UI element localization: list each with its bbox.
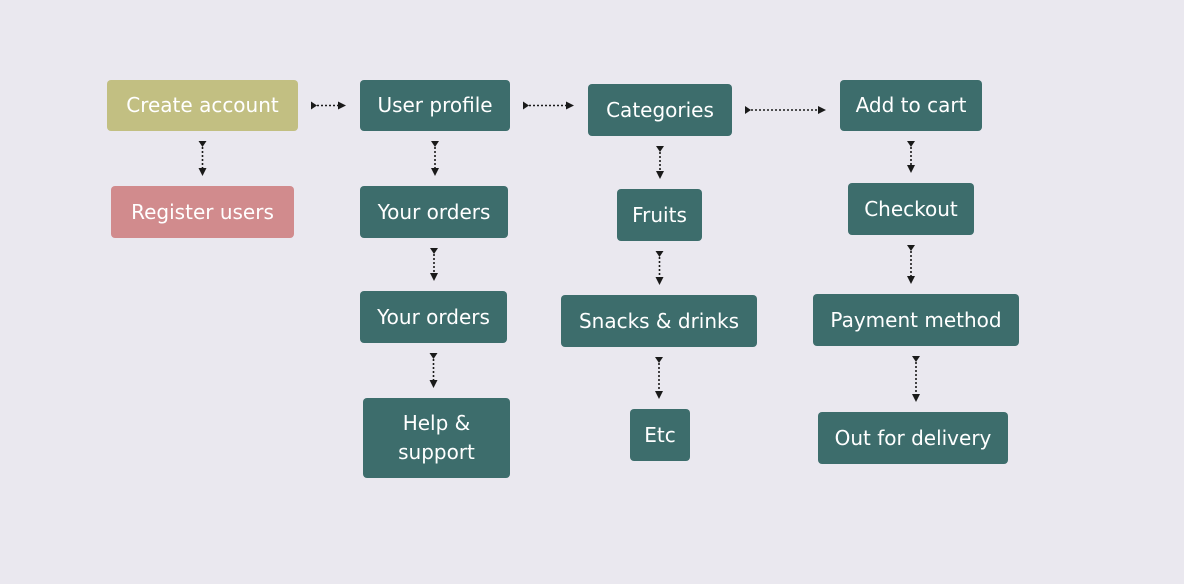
connector-arrow	[655, 391, 663, 399]
connector-arrow	[907, 276, 915, 284]
connector-arrow	[907, 165, 915, 173]
connector-tail	[907, 245, 915, 251]
help-support-node: Help & support	[363, 398, 510, 478]
connector-tail	[912, 356, 920, 362]
connector-tail	[523, 101, 529, 110]
payment-method-node: Payment method	[813, 294, 1019, 346]
connector-arrow	[566, 101, 574, 110]
connector-arrow	[338, 101, 346, 110]
connector-arrow	[430, 273, 438, 281]
snacks-drinks-node: Snacks & drinks	[561, 295, 757, 347]
user-profile-node: User profile	[360, 80, 510, 131]
connector-arrow	[198, 168, 207, 176]
connector-arrow	[429, 380, 438, 388]
connector-tail	[655, 357, 663, 363]
connector-arrow	[656, 171, 664, 179]
connector-arrow	[431, 168, 439, 176]
your-orders-node: Your orders	[360, 291, 507, 343]
etc-node: Etc	[630, 409, 690, 461]
connector-tail	[907, 141, 915, 147]
connector-tail	[198, 141, 207, 147]
connector-tail	[311, 101, 317, 110]
out-for-delivery-node: Out for delivery	[818, 412, 1008, 464]
fruits-node: Fruits	[617, 189, 702, 241]
register-users-node: Register users	[111, 186, 294, 238]
connector-arrow	[912, 394, 920, 402]
checkout-node: Checkout	[848, 183, 974, 235]
categories-node: Categories	[588, 84, 732, 136]
connector-tail	[431, 141, 439, 147]
your-orders-node: Your orders	[360, 186, 508, 238]
connector-arrow	[655, 277, 664, 285]
connector-tail	[429, 353, 438, 359]
add-to-cart-node: Add to cart	[840, 80, 982, 131]
connector-tail	[745, 106, 751, 114]
connector-arrow	[818, 106, 826, 114]
connector-tail	[655, 251, 664, 257]
connector-tail	[656, 146, 664, 152]
connector-tail	[430, 248, 438, 254]
create-account-node: Create account	[107, 80, 298, 131]
